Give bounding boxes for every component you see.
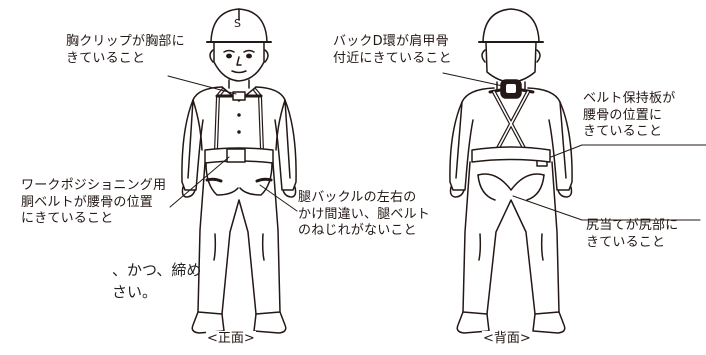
callout-work-belt: ワークポジショニング用 胴ベルトが腰骨の位置 にきていること [21,178,166,228]
leader-lines [167,72,706,221]
callout-work-belt-line-2: 胴ベルトが腰骨の位置 [21,194,154,210]
callout-belt-holder-line-1: ベルト保持板が [583,91,676,106]
callout-buttock-pad: 尻当てが尻部に きていること [586,218,678,251]
callout-chest-clip-line-1: 胸クリップが胸部に [66,34,185,49]
callout-buttock-pad-line-1: 尻当てが尻部に [586,218,679,233]
callout-back-d-ring-line-2: 付近にきていること [333,50,452,66]
callout-work-belt-line-3: にきていること [21,211,114,226]
callout-back-d-ring: バックD環が肩甲骨 付近にきていること [333,34,452,67]
callout-belt-holder-line-2: 腰骨の位置に [583,107,663,123]
callout-belt-holder-line-3: きていること [583,124,663,139]
body-text-line-1: 、かつ、締め [112,261,202,279]
callout-back-d-ring-line-1: バックD環が肩甲骨 [333,34,449,49]
svg-text:S: S [234,17,241,30]
leader-buttock-pad [512,195,583,221]
callout-chest-clip: 胸クリップが胸部に きていること [66,34,185,67]
caption-back-view: <背面> [482,331,532,348]
callout-belt-holder: ベルト保持板が 腰骨の位置に きていること [583,91,675,141]
leader-belt-holder [550,144,583,158]
leader-chest-clip [167,75,237,95]
callout-leg-buckle-line-1: 腿バックルの左右の [298,190,417,205]
body-text-line-2: さい。 [112,283,158,301]
leader-leg-buckle [259,184,298,212]
caption-front-view: <正面> [206,331,256,348]
callout-leg-buckle-line-2: かけ間違い、腿ベルト [298,206,431,222]
callout-chest-clip-line-2: きていること [66,50,146,66]
leader-work-belt [169,156,230,208]
body-text-fragment: 、かつ、締め さい。 [112,259,201,303]
back-worker-figure [449,8,573,334]
callout-leg-buckle-line-3: のねじれがないこと [298,223,417,238]
leader-back-d-ring [442,72,504,87]
callout-leg-buckle: 腿バックルの左右の かけ間違い、腿ベルト のねじれがないこと [298,190,430,240]
callout-work-belt-line-1: ワークポジショニング用 [21,178,167,193]
callout-buttock-pad-line-2: きていること [586,234,666,250]
front-worker-figure: S [181,8,297,334]
